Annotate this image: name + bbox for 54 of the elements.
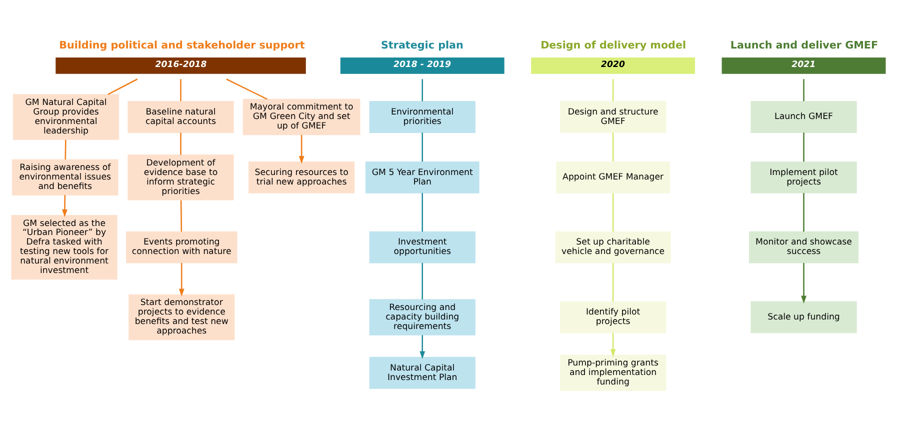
node-box: Environmental priorities xyxy=(369,100,476,132)
node-box: GM selected as the “Urban Pioneer” by Defra tasked with testing new tools for natural environment investment xyxy=(11,214,118,280)
node-box: Pump-priming grants and implementation funding xyxy=(560,354,666,390)
node-box: Monitor and showcase success xyxy=(748,230,859,263)
node-box: 2016-2018 xyxy=(56,56,306,74)
node-box: Baseline natural capital accounts xyxy=(128,100,234,132)
arrow xyxy=(801,262,806,304)
node-box: Scale up funding xyxy=(750,300,857,333)
node-box: Raising awareness of environmental issues and benefits xyxy=(12,158,118,196)
node-box: Mayoral commitment to GM Green City and set up of GMEF xyxy=(242,98,360,135)
arrow xyxy=(420,334,426,358)
arrow xyxy=(178,262,184,296)
connector xyxy=(612,78,614,101)
node-box: 2018 - 2019 xyxy=(340,56,504,74)
node-label: Building political and stakeholder support xyxy=(59,39,305,51)
node-box: Securing resources to trial new approaches xyxy=(248,160,355,193)
arrow xyxy=(610,332,616,356)
connector xyxy=(612,192,614,232)
node-box: Design and structure GMEF xyxy=(560,100,666,132)
arrow xyxy=(298,134,304,164)
node-label: Design of delivery model xyxy=(540,39,686,51)
node-box: Development of evidence base to inform strategic priorities xyxy=(128,154,234,200)
connector xyxy=(422,192,424,232)
connector xyxy=(64,139,66,159)
node-box: Natural Capital Investment Plan xyxy=(369,356,476,388)
connector xyxy=(422,132,424,162)
node-box: Implement pilot projects xyxy=(750,160,857,193)
node-label: Launch and deliver GMEF xyxy=(730,39,878,51)
connector xyxy=(180,200,182,232)
node-box: 2021 xyxy=(722,56,886,74)
connector xyxy=(180,78,182,101)
node-box: GM 5 Year Environment Plan xyxy=(365,160,480,193)
connector xyxy=(803,78,804,101)
connector xyxy=(612,262,614,302)
node-box: Investment opportunities xyxy=(369,230,476,263)
connector xyxy=(612,132,614,162)
connector xyxy=(180,132,182,154)
arrow xyxy=(62,194,68,217)
node-box: Events promoting connection with nature xyxy=(126,230,238,263)
node-label: Strategic plan xyxy=(380,39,464,51)
node-box: 2020 xyxy=(531,56,696,74)
node-box: Resourcing and capacity building requirements xyxy=(369,298,476,335)
node-box: Start demonstrator projects to evidence benefits and test new approaches xyxy=(128,294,235,340)
connector xyxy=(108,78,138,94)
node-box: Appoint GMEF Manager xyxy=(556,160,670,193)
connector xyxy=(422,262,424,299)
connector xyxy=(803,132,804,162)
node-box: Set up charitable vehicle and governance xyxy=(555,230,671,263)
connector xyxy=(422,78,424,101)
node-box: Launch GMEF xyxy=(750,100,857,132)
connector xyxy=(803,192,804,232)
node-box: GM Natural Capital Group provides environmental leadership xyxy=(12,94,120,140)
connector xyxy=(226,78,268,100)
node-box: Identify pilot projects xyxy=(560,300,666,333)
